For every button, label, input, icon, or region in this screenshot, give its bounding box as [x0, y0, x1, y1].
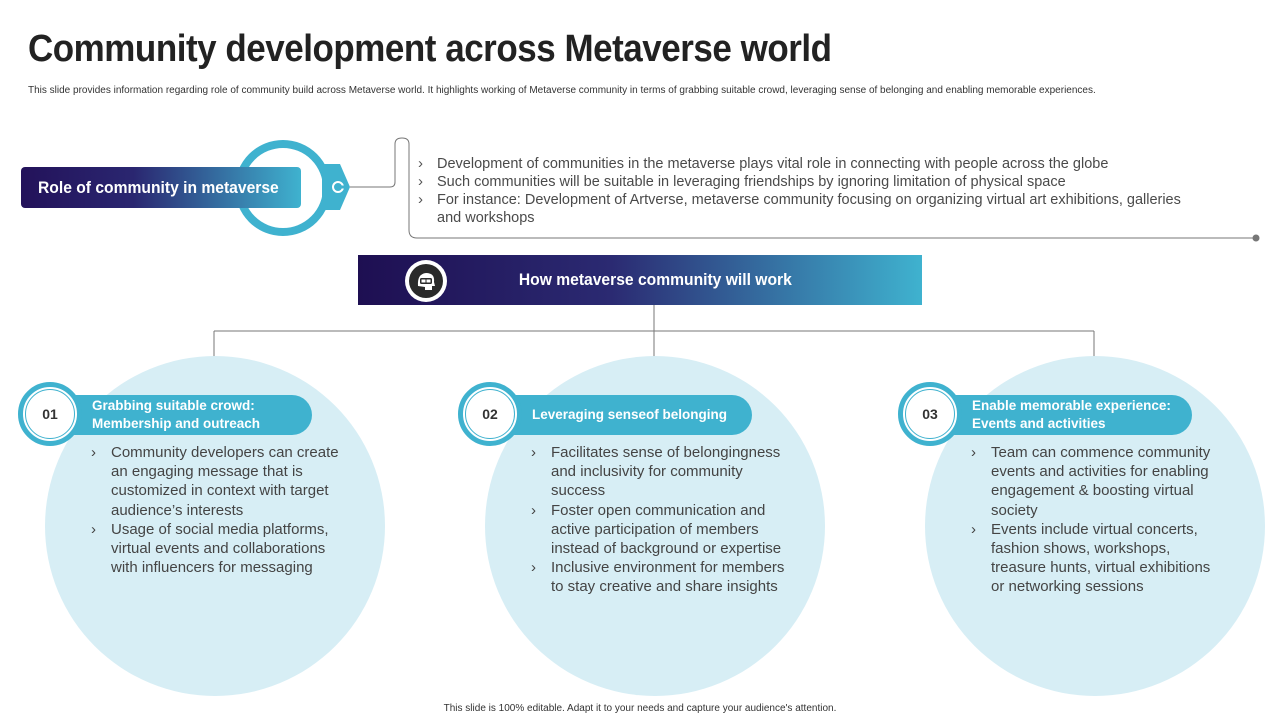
- column-points-list: Team can commence community events and a…: [971, 443, 1226, 597]
- list-item: Usage of social media platforms, virtual…: [91, 520, 351, 578]
- column-heading-line1: Grabbing suitable crowd:: [92, 398, 255, 413]
- column-heading-2: Leveraging senseof belonging: [480, 395, 752, 435]
- list-item: Foster open communication and active par…: [531, 501, 786, 559]
- list-item: Events include virtual concerts, fashion…: [971, 520, 1226, 597]
- column-points-list: Community developers can create an engag…: [91, 443, 351, 577]
- link-icon: [322, 164, 350, 210]
- column-points-list: Facilitates sense of belongingness and i…: [531, 443, 786, 597]
- list-item: Community developers can create an engag…: [91, 443, 351, 520]
- role-bracket: [350, 137, 1260, 242]
- list-item: Inclusive environment for members to sta…: [531, 558, 786, 596]
- column-heading-line2: Membership and outreach: [92, 416, 261, 431]
- vr-head-icon: [405, 260, 447, 302]
- column-heading-line2: Events and activities: [972, 416, 1106, 431]
- column-heading-line1: Leveraging senseof belonging: [532, 407, 728, 422]
- role-point: Development of communities in the metave…: [418, 155, 1208, 173]
- page-subtitle: This slide provides information regardin…: [28, 85, 1096, 96]
- role-badge-label: Role of community in metaverse: [38, 177, 279, 197]
- column-heading-line1: Enable memorable experience:: [972, 398, 1171, 413]
- work-banner: How metaverse community will work: [358, 255, 922, 305]
- list-item: Team can commence community events and a…: [971, 443, 1226, 520]
- column-number-badge: 01: [18, 382, 82, 446]
- column-heading-1: Grabbing suitable crowd: Membership and o…: [40, 395, 312, 435]
- column-number-badge: 03: [898, 382, 962, 446]
- role-point: Such communities will be suitable in lev…: [418, 173, 1208, 191]
- page-title: Community development across Metaverse w…: [28, 28, 832, 70]
- column-number-badge: 02: [458, 382, 522, 446]
- role-point: For instance: Development of Artverse, m…: [418, 191, 1208, 227]
- column-heading-3: Enable memorable experience: Events and a…: [920, 395, 1192, 435]
- footer-note: This slide is 100% editable. Adapt it to…: [443, 703, 837, 714]
- list-item: Facilitates sense of belongingness and i…: [531, 443, 786, 501]
- role-badge: Role of community in metaverse: [21, 167, 301, 208]
- role-points-list: Development of communities in the metave…: [418, 155, 1208, 227]
- work-banner-label: How metaverse community will work: [518, 270, 792, 289]
